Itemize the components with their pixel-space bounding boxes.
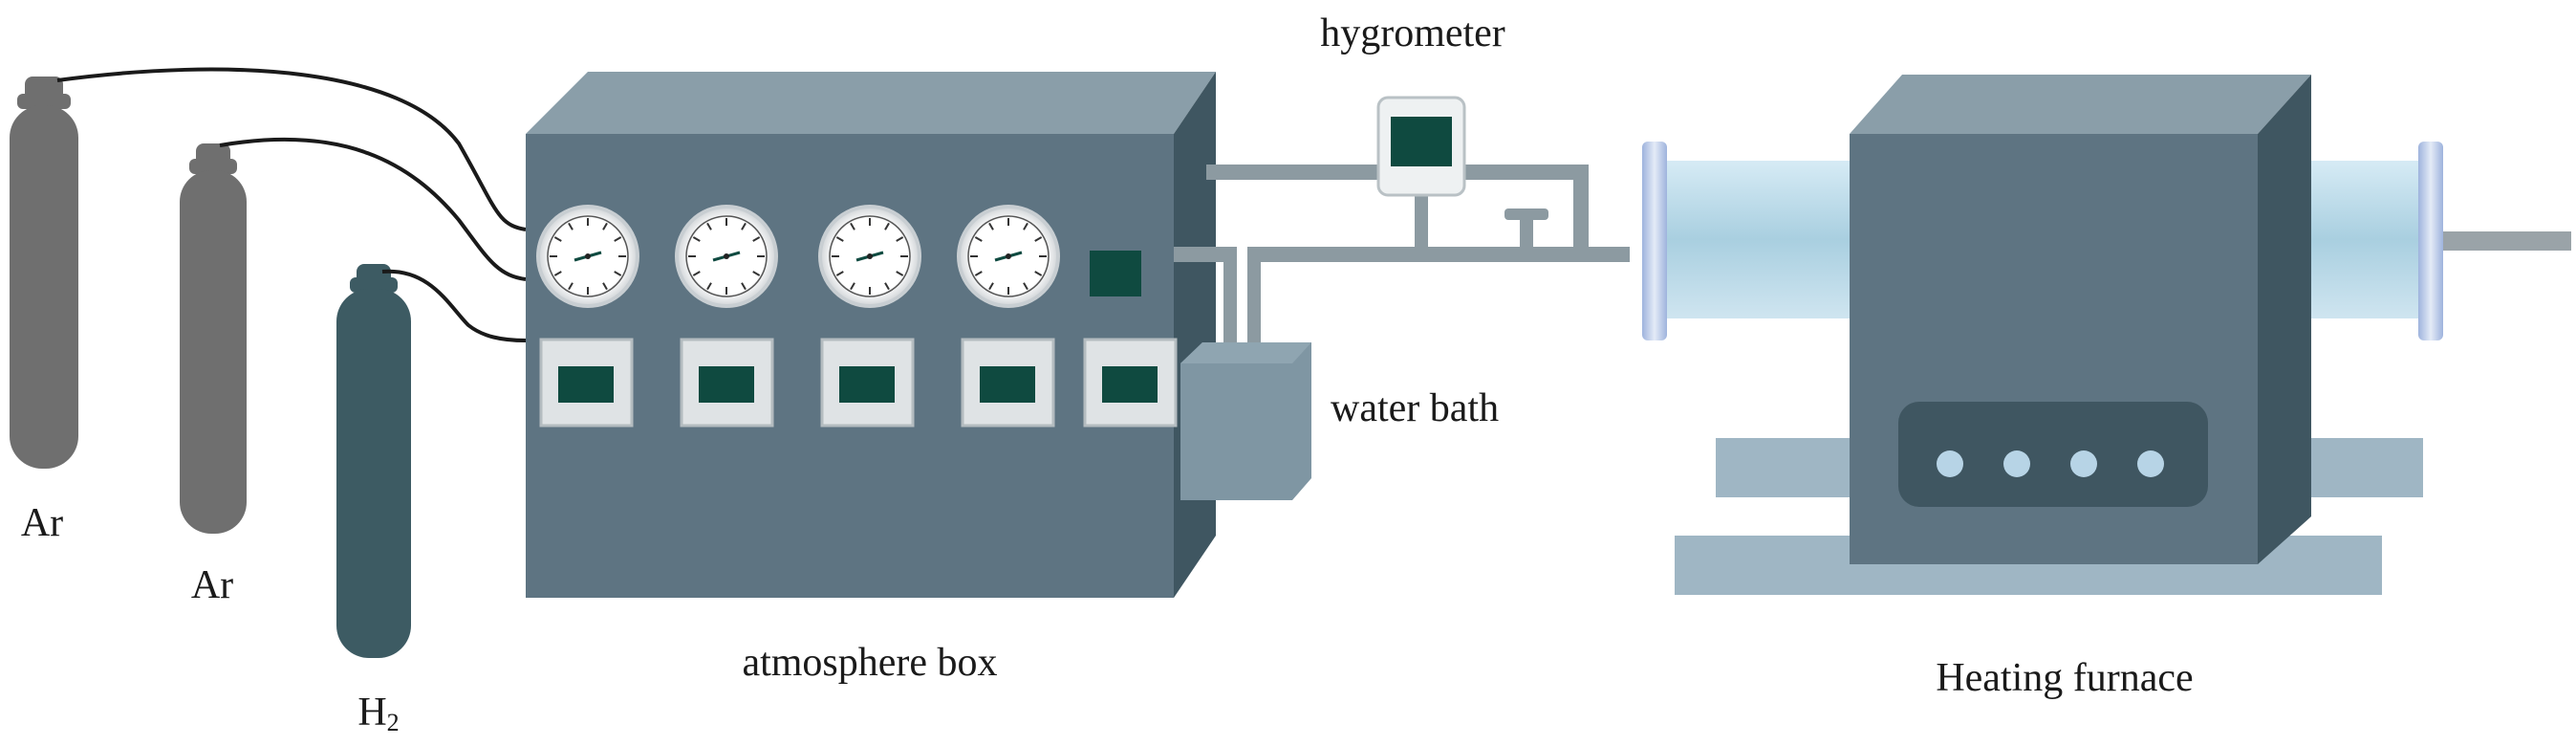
display-panels [539,338,1178,428]
pressure-gauge-icon [675,205,778,308]
flange-right [2418,142,2443,340]
quartz-tube-left [1658,161,1850,318]
label-heating-furnace: Heating furnace [1936,656,2193,700]
atmosphere-box [526,72,1216,598]
digital-display-icon [539,338,634,428]
hygrometer [1376,96,1466,197]
furnace-control-panel [1898,402,2208,507]
gas-cylinder-ar-1 [10,77,78,469]
gas-cylinder-h2 [336,264,411,658]
digital-display-icon [1083,338,1178,428]
label-atmosphere-box: atmosphere box [742,641,997,685]
indicator-light-icon [2003,450,2030,477]
pressure-gauge-icon [818,205,921,308]
heating-furnace [1642,75,2571,595]
pipes [1174,165,1630,354]
indicator-light-icon [2137,450,2164,477]
gas-lines [56,67,527,342]
pressure-gauges [536,205,1060,308]
furnace-rod [2442,231,2571,251]
label-cylinder-ar-1: Ar [21,501,63,545]
pressure-gauge-icon [536,205,639,308]
label-hygrometer: hygrometer [1320,11,1505,55]
label-water-bath: water bath [1331,386,1499,430]
indicator-light-icon [1937,450,1963,477]
flange-left [1642,142,1667,340]
pressure-gauge-icon [957,205,1060,308]
water-bath [1180,342,1311,500]
furnace-indicator-lights [1937,450,2164,477]
digital-display-icon [961,338,1055,428]
status-display [1090,251,1141,296]
label-cylinder-h2: H2 [357,691,399,736]
gas-cylinder-ar-2 [180,143,247,534]
digital-display-icon [680,338,774,428]
digital-display-icon [820,338,915,428]
indicator-light-icon [2070,450,2097,477]
label-cylinder-ar-2: Ar [191,563,233,607]
